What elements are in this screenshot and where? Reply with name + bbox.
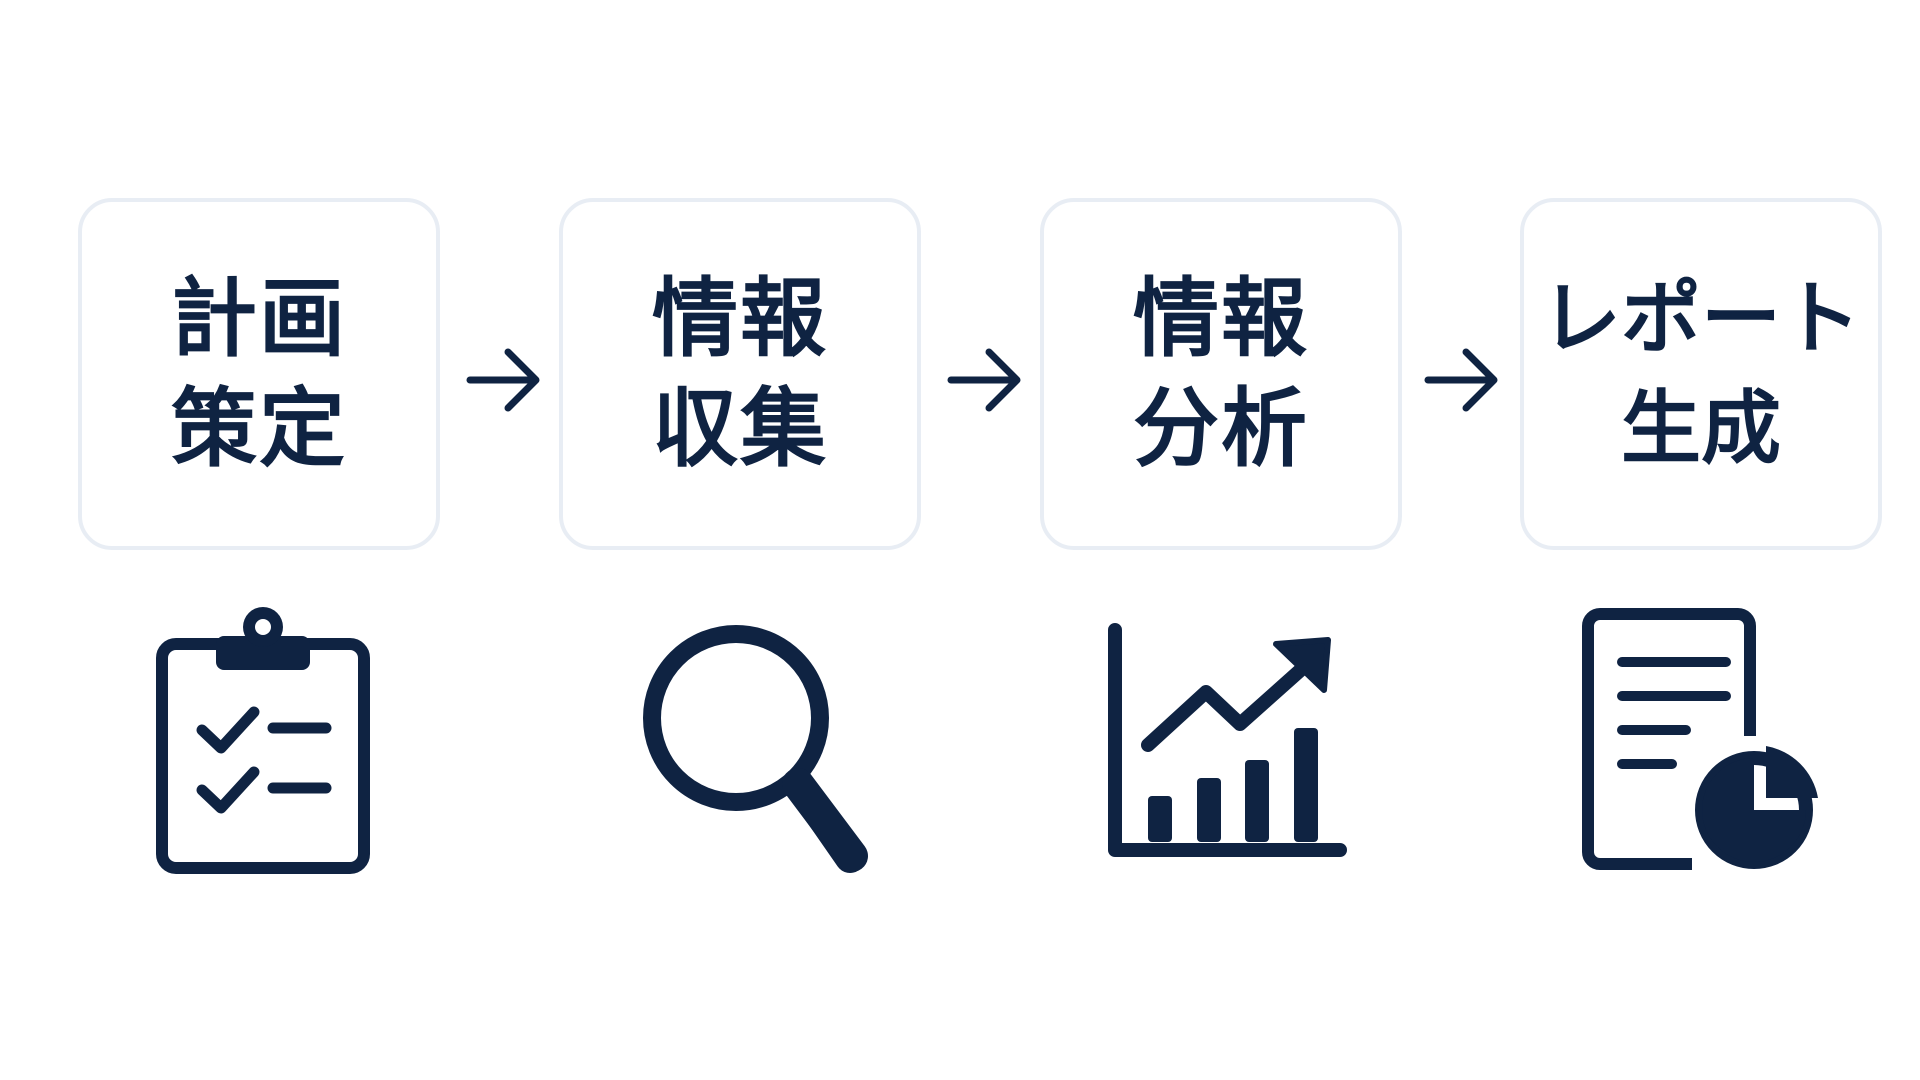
growth-chart-icon [1108, 623, 1347, 857]
step-label-planning: 計画 策定 [171, 269, 347, 479]
arrow-right-icon [466, 348, 540, 412]
step-label-report: レポート 生成 [1541, 272, 1861, 475]
arrow-right-icon [1424, 348, 1498, 412]
step-box-planning: 計画 策定 [78, 198, 440, 550]
step-label-analysis: 情報 分析 [1133, 269, 1309, 479]
step-box-report: レポート 生成 [1520, 198, 1882, 550]
arrow-right-icon [947, 348, 1021, 412]
step-label-collection: 情報 収集 [652, 269, 828, 479]
step-box-analysis: 情報 分析 [1040, 198, 1402, 550]
clipboard-checklist-icon [156, 607, 370, 874]
step-box-collection: 情報 収集 [559, 198, 921, 550]
report-pie-chart-icon [1582, 608, 1818, 870]
magnifier-icon [643, 625, 868, 873]
